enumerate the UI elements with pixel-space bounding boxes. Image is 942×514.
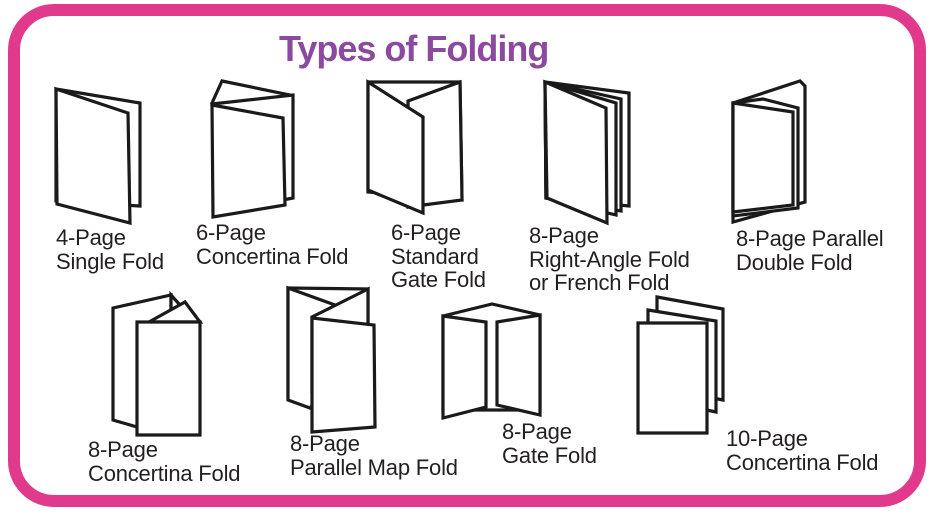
- concertina-6-fold-icon: [209, 79, 295, 219]
- fold-label: 8-Page Parallel Double Fold: [736, 226, 884, 275]
- parallel-map-fold-icon: [286, 285, 377, 434]
- fold-label: 8-Page Right-Angle Fold or French Fold: [529, 223, 690, 295]
- pink-border-frame: [8, 4, 926, 507]
- fold-label: 6-Page Concertina Fold: [196, 220, 349, 269]
- single-fold-icon: [54, 86, 142, 226]
- fold-label: 8-Page Parallel Map Fold: [290, 431, 458, 480]
- fold-label: 10-Page Concertina Fold: [726, 426, 879, 475]
- concertina-10-fold-icon: [636, 295, 725, 435]
- french-fold-icon: [543, 79, 631, 226]
- gate-8-fold-icon: [441, 302, 542, 421]
- fold-label: 8-Page Concertina Fold: [88, 437, 241, 486]
- parallel-double-fold-icon: [731, 79, 807, 225]
- page-title: Types of Folding: [279, 28, 549, 69]
- fold-label: 6-Page Standard Gate Fold: [391, 220, 486, 292]
- concertina-8-fold-icon: [111, 290, 204, 437]
- standard-gate-fold-icon: [366, 79, 464, 216]
- fold-label: 8-Page Gate Fold: [502, 419, 597, 468]
- fold-label: 4-Page Single Fold: [56, 225, 164, 274]
